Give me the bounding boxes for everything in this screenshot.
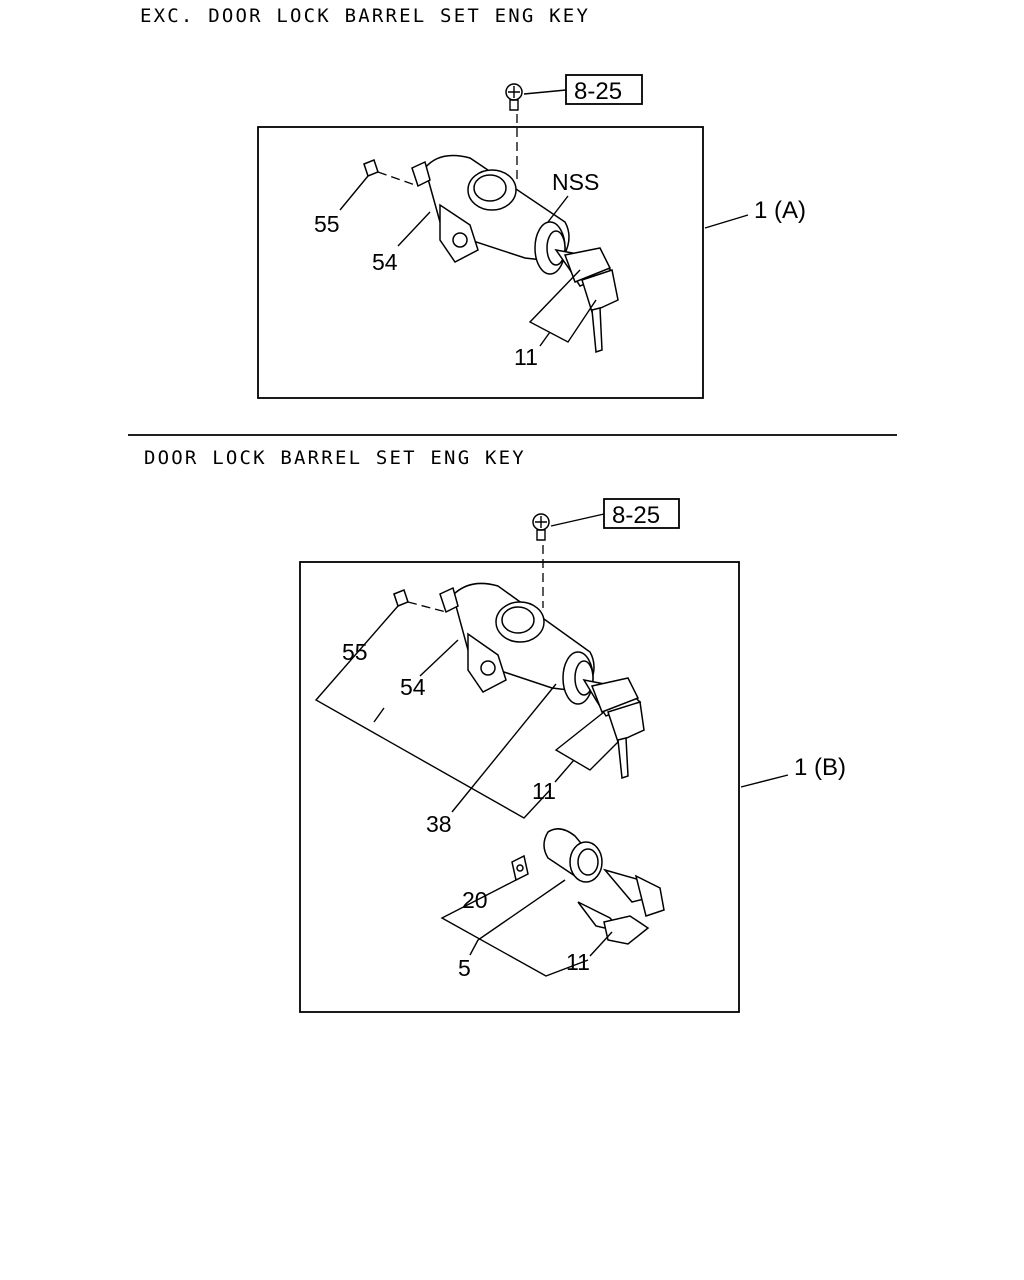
callout-54-a: 54 xyxy=(372,249,398,275)
callout-55-b: 55 xyxy=(342,639,368,665)
callout-55-a: 55 xyxy=(314,211,340,237)
screw-icon xyxy=(532,513,550,541)
callout-nss-a: NSS xyxy=(552,169,599,195)
assembly-frame-a xyxy=(257,126,704,399)
ref-box-b xyxy=(603,498,680,529)
assembly-frame-b xyxy=(299,561,740,1013)
section-a-heading: EXC. DOOR LOCK BARREL SET ENG KEY xyxy=(140,5,590,27)
assembly-label-b: 1 (B) xyxy=(794,754,846,781)
ref-box-a xyxy=(565,74,643,105)
section-b: DOOR LOCK BARREL SET ENG KEY 8-25 1 (B) xyxy=(144,447,846,1013)
door-lock-cylinder xyxy=(511,828,603,883)
section-a: EXC. DOOR LOCK BARREL SET ENG KEY 8-25 1… xyxy=(140,5,806,399)
ref-box-a-label: 8-25 xyxy=(574,78,622,105)
ignition-cylinder-a xyxy=(411,154,619,354)
callout-11-a: 11 xyxy=(514,344,538,370)
callout-11b-b: 11 xyxy=(566,949,590,975)
section-b-heading: DOOR LOCK BARREL SET ENG KEY xyxy=(144,447,526,469)
callout-38-b: 38 xyxy=(426,811,452,837)
callout-20-b: 20 xyxy=(462,887,488,913)
callout-11a-b: 11 xyxy=(532,778,556,804)
callout-5-b: 5 xyxy=(458,955,471,981)
assembly-label-a: 1 (A) xyxy=(754,197,806,224)
set-screw-b xyxy=(393,589,447,613)
ref-box-b-label: 8-25 xyxy=(612,502,660,529)
set-screw-a xyxy=(363,159,419,187)
door-keys xyxy=(577,868,665,945)
screw-icon xyxy=(505,83,523,111)
callout-54-b: 54 xyxy=(400,674,426,700)
ignition-cylinder-b xyxy=(439,582,645,780)
